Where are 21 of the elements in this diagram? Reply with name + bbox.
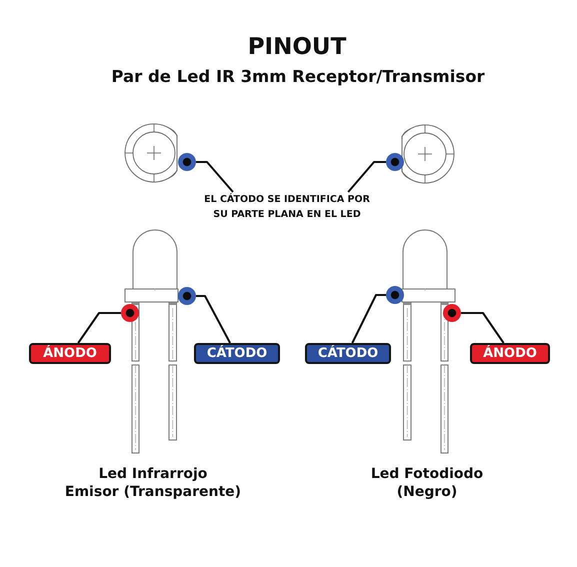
- marker-dot-icon: [178, 153, 196, 171]
- leader-line: [347, 161, 386, 193]
- leader-line: [77, 312, 121, 344]
- led-caption: Led Fotodiodo (Negro): [370, 465, 484, 501]
- marker-dot-icon: [121, 304, 139, 322]
- marker-dot-icon: [443, 304, 461, 322]
- marker-dot-icon: [386, 286, 404, 304]
- marker-dot-icon: [386, 153, 404, 171]
- leader-line: [196, 295, 231, 344]
- title: PINOUT: [246, 33, 348, 61]
- leader-line: [196, 161, 234, 193]
- subtitle: Par de Led IR 3mm Receptor/Transmisor: [110, 66, 486, 87]
- leader-line: [461, 312, 504, 344]
- note-text: EL CÁTODO SE IDENTIFICA POR SU PARTE PLANA EN EL LED: [197, 192, 377, 222]
- pin-label: CÁTODO: [194, 343, 280, 364]
- pin-label: ÁNODO: [470, 343, 550, 364]
- pin-label: ÁNODO: [29, 343, 111, 364]
- led-caption: Led Infrarrojo Emisor (Transparente): [64, 465, 242, 501]
- pin-label: CÁTODO: [305, 343, 391, 364]
- leader-line: [351, 294, 386, 344]
- marker-dot-icon: [178, 287, 196, 305]
